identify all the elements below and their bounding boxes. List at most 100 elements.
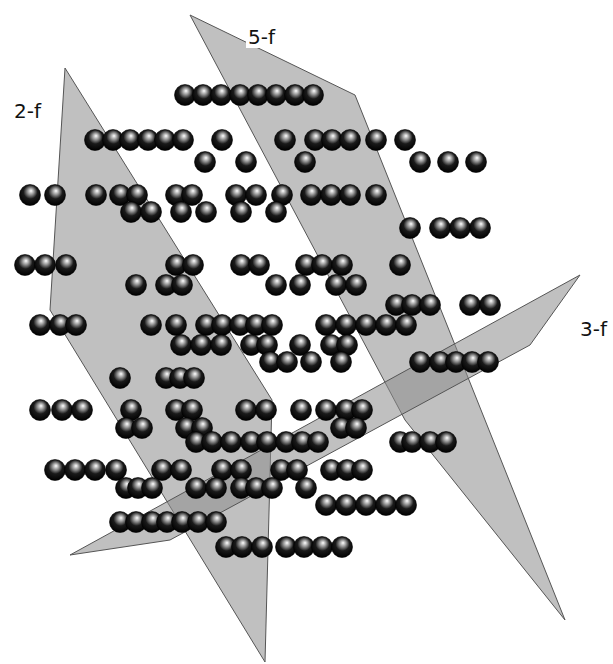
atom-sphere: [30, 315, 51, 336]
atom-sphere: [86, 185, 107, 206]
plane-label: 3-f: [578, 318, 609, 340]
atom-sphere: [450, 218, 471, 239]
atom-sphere: [395, 130, 416, 151]
atom-sphere: [65, 460, 86, 481]
atom-sphere: [438, 152, 459, 173]
atom-sphere: [262, 315, 283, 336]
atom-sphere: [366, 130, 387, 151]
atom-sphere: [301, 185, 322, 206]
atom-sphere: [410, 152, 431, 173]
atom-sphere: [332, 255, 353, 276]
atom-sphere: [303, 85, 324, 106]
atom-sphere: [171, 335, 192, 356]
plane-3f: [70, 275, 580, 555]
atom-sphere: [266, 202, 287, 223]
atom-sphere: [366, 185, 387, 206]
atom-sphere: [246, 185, 267, 206]
atom-sphere: [296, 478, 317, 499]
plane-2f: [50, 68, 272, 662]
atom-sphere: [290, 275, 311, 296]
atom-sphere: [186, 478, 207, 499]
atom-sphere: [85, 460, 106, 481]
atom-sphere: [321, 185, 342, 206]
atom-sphere: [211, 85, 232, 106]
atom-sphere: [256, 400, 277, 421]
atom-sphere: [232, 537, 253, 558]
atom-sphere: [346, 275, 367, 296]
atom-sphere: [212, 130, 233, 151]
atom-sphere: [211, 335, 232, 356]
atom-sphere: [257, 432, 278, 453]
atom-sphere: [480, 295, 501, 316]
atom-sphere: [376, 495, 397, 516]
atom-sphere: [312, 255, 333, 276]
atom-sphere: [171, 202, 192, 223]
atom-sphere: [142, 478, 163, 499]
atom-sphere: [152, 460, 173, 481]
atom-sphere: [410, 352, 431, 373]
atom-sphere: [340, 185, 361, 206]
atom-sphere: [291, 400, 312, 421]
atom-sphere: [45, 185, 66, 206]
atom-sphere: [66, 315, 87, 336]
atom-sphere: [336, 315, 357, 336]
atom-sphere: [171, 460, 192, 481]
atom-sphere: [206, 512, 227, 533]
atom-sphere: [340, 130, 361, 151]
spheres: [15, 85, 501, 558]
atom-sphere: [196, 202, 217, 223]
atom-sphere: [110, 368, 131, 389]
atom-sphere: [396, 315, 417, 336]
atom-sphere: [252, 537, 273, 558]
atom-sphere: [316, 315, 337, 336]
atom-sphere: [266, 85, 287, 106]
atom-sphere: [141, 202, 162, 223]
atom-sphere: [249, 255, 270, 276]
atom-sphere: [470, 218, 491, 239]
atom-sphere: [45, 460, 66, 481]
planes: [50, 15, 580, 662]
atom-sphere: [30, 400, 51, 421]
atom-sphere: [277, 352, 298, 373]
atom-sphere: [262, 478, 283, 499]
atom-sphere: [430, 218, 451, 239]
atom-sphere: [390, 255, 411, 276]
atom-sphere: [356, 315, 377, 336]
atom-sphere: [141, 315, 162, 336]
atom-sphere: [266, 275, 287, 296]
atom-sphere: [331, 352, 352, 373]
atom-sphere: [126, 275, 147, 296]
atom-sphere: [332, 537, 353, 558]
atom-sphere: [166, 315, 187, 336]
atom-sphere: [52, 400, 73, 421]
atom-sphere: [460, 295, 481, 316]
atom-sphere: [231, 202, 252, 223]
atom-sphere: [376, 315, 397, 336]
atom-sphere: [326, 275, 347, 296]
atom-sphere: [221, 432, 242, 453]
atom-sphere: [106, 460, 127, 481]
atom-sphere: [352, 460, 373, 481]
plane-label: 2-f: [12, 100, 43, 122]
atom-sphere: [308, 432, 329, 453]
atom-sphere: [56, 255, 77, 276]
atom-sphere: [132, 418, 153, 439]
atom-sphere: [184, 368, 205, 389]
plane-label: 5-f: [246, 26, 277, 48]
atom-sphere: [420, 295, 441, 316]
atom-sphere: [301, 352, 322, 373]
atom-sphere: [316, 495, 337, 516]
atom-sphere: [236, 152, 257, 173]
atom-sphere: [191, 335, 212, 356]
atom-sphere: [312, 537, 333, 558]
atom-sphere: [275, 130, 296, 151]
atom-sphere: [316, 400, 337, 421]
atom-sphere: [172, 275, 193, 296]
atom-sphere: [72, 400, 93, 421]
atom-sphere: [173, 130, 194, 151]
atom-sphere: [183, 255, 204, 276]
atom-sphere: [400, 218, 421, 239]
atom-sphere: [236, 400, 257, 421]
